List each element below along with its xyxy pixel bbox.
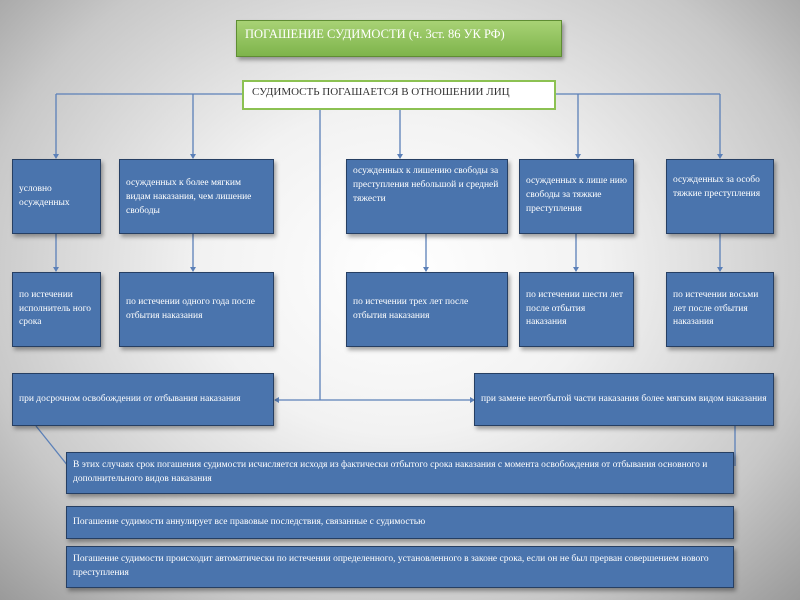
note-automatic: Погашение судимости происходит автоматич… <box>66 546 734 588</box>
category-label: условно осужденных <box>19 183 70 208</box>
category-label: осужденных за особо тяжкие преступления <box>673 175 761 199</box>
category-box-minor-crimes: осужденных к лишению свободы за преступл… <box>346 159 508 234</box>
special-case-label: при замене неотбытой части наказания бол… <box>481 393 767 404</box>
diagram-title: ПОГАШЕНИЕ СУДИМОСТИ (ч. 3ст. 86 УК РФ) <box>236 20 562 57</box>
category-box-conditional: условно осужденных <box>12 159 101 234</box>
note-text: Погашение судимости аннулирует все право… <box>73 516 426 527</box>
note-text: В этих случаях срок погашения судимости … <box>73 460 708 484</box>
category-box-especially-grave-crimes: осужденных за особо тяжкие преступления <box>666 159 774 234</box>
diagram-subtitle-text: СУДИМОСТЬ ПОГАШАЕТСЯ В ОТНОШЕНИИ ЛИЦ <box>252 86 510 98</box>
term-label: по истечении восьми лет после отбытия на… <box>673 289 759 328</box>
category-box-milder-punishment: осужденных к более мягким видам наказани… <box>119 159 274 234</box>
special-case-replacement: при замене неотбытой части наказания бол… <box>474 373 774 426</box>
term-box-six-years: по истечении шести лет после отбытия нак… <box>519 272 634 347</box>
term-box-eight-years: по истечении восьми лет после отбытия на… <box>666 272 774 347</box>
note-text: Погашение судимости происходит автоматич… <box>73 554 709 578</box>
category-label: осужденных к лише нию свободы за тяжкие … <box>526 176 627 214</box>
term-label: по истечении трех лет после отбытия нака… <box>353 296 469 321</box>
category-label: осужденных к лишению свободы за преступл… <box>353 166 499 204</box>
term-box-one-year: по истечении одного года после отбытия н… <box>119 272 274 347</box>
term-label: по истечении одного года после отбытия н… <box>126 296 255 321</box>
special-case-early-release: при досрочном освобождении от отбывания … <box>12 373 274 426</box>
note-annulment: Погашение судимости аннулирует все право… <box>66 506 734 539</box>
special-case-label: при досрочном освобождении от отбывания … <box>19 393 241 404</box>
category-label: осужденных к более мягким видам наказани… <box>126 178 252 216</box>
term-label: по истечении исполнитель ного срока <box>19 289 91 328</box>
term-box-three-years: по истечении трех лет после отбытия нака… <box>346 272 508 347</box>
diagram-title-text: ПОГАШЕНИЕ СУДИМОСТИ (ч. 3ст. 86 УК РФ) <box>245 27 505 41</box>
diagram-subtitle: СУДИМОСТЬ ПОГАШАЕТСЯ В ОТНОШЕНИИ ЛИЦ <box>242 80 556 110</box>
category-box-grave-crimes: осужденных к лише нию свободы за тяжкие … <box>519 159 634 234</box>
term-label: по истечении шести лет после отбытия нак… <box>526 289 623 328</box>
term-box-conditional: по истечении исполнитель ного срока <box>12 272 101 347</box>
note-calculation: В этих случаях срок погашения судимости … <box>66 452 734 494</box>
